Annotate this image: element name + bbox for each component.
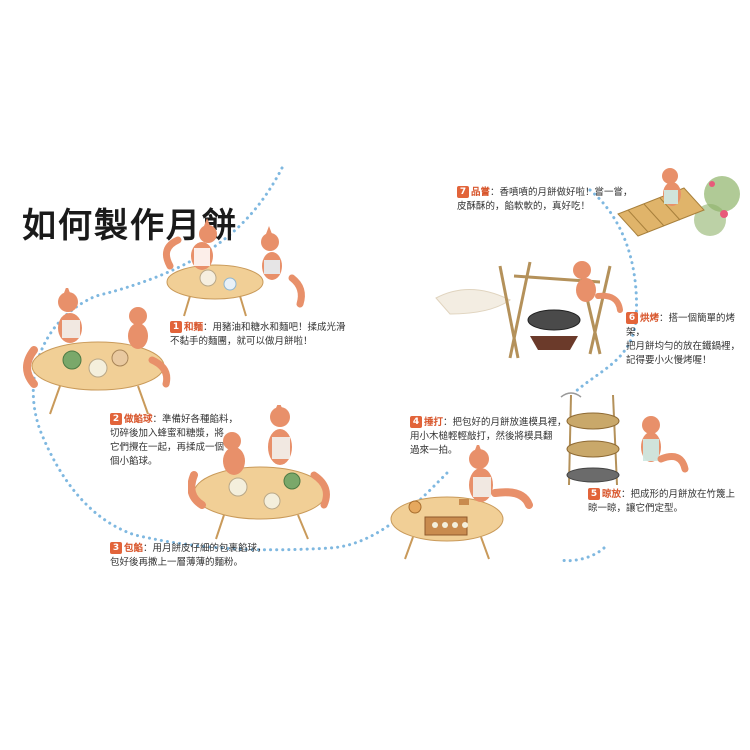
page-title: 如何製作月餅: [22, 206, 238, 246]
step-4-line-1: 把包好的月餅放進模具裡，: [452, 417, 567, 428]
step-1-number: 1: [170, 321, 182, 333]
scene-tasting: [617, 168, 740, 237]
step-2-term: 做餡球: [124, 414, 153, 425]
step-6-line-1: 搭一個簡單的烤架，: [626, 313, 736, 338]
step-7-term: 品嘗: [471, 187, 491, 198]
step-2-number: 2: [110, 413, 122, 425]
scene-wrapping: [188, 405, 330, 540]
step-6-term: 烘烤: [640, 313, 660, 324]
step-6-line-2: 把月餅均勻的放在鐵鍋裡，: [626, 341, 741, 352]
step-2-line-1: 準備好各種餡料，: [162, 414, 239, 425]
scene-kneading: [162, 218, 305, 317]
step-6-separator: ：: [659, 313, 669, 324]
step-4-separator: ：: [443, 417, 453, 428]
step-5-term: 晾放: [602, 489, 622, 500]
step-4-line-2: 用小木槌輕輕敲打，然後將模具翻: [410, 431, 553, 442]
step-1-line-1: 用豬油和糖水和麵吧！揉成光滑: [212, 322, 346, 333]
scene-filling: [23, 288, 171, 415]
step-5-number: 5: [588, 488, 600, 500]
step-5-line-2: 晾一晾，讓它們定型。: [588, 503, 684, 514]
step-6-line-3: 記得要小火慢烤喔！: [626, 355, 712, 366]
step-1-line-2: 不黏手的麵團，就可以做月餅啦！: [170, 336, 313, 347]
step-2-line-3: 它們攪在一起，再揉成一個: [110, 442, 225, 453]
step-7-line-2: 皮酥酥的，餡軟軟的，真好吃！: [457, 201, 591, 212]
step-6-number: 6: [626, 312, 638, 324]
step-2-line-2: 切碎後加入蜂蜜和糖漿，將: [110, 428, 225, 439]
step-3-line-2: 包好後再撒上一層薄薄的麵粉。: [110, 557, 244, 568]
step-3-number: 3: [110, 542, 122, 554]
scene-molding: [390, 445, 533, 560]
step-3-term: 包餡: [124, 543, 144, 554]
step-2-separator: ：: [152, 414, 163, 425]
step-7-number: 7: [457, 186, 469, 198]
step-7-separator: ：: [490, 187, 500, 198]
step-2-line-4: 個小餡球。: [110, 456, 158, 467]
step-1-separator: ：: [203, 322, 213, 333]
step-4-term: 捶打: [424, 417, 444, 428]
step-3-line-1: 用月餅皮仔細的包裹餡球，: [152, 543, 267, 554]
step-7-line-1: 香噴噴的月餅做好啦！嘗一嘗，: [499, 187, 633, 198]
step-3-separator: ：: [143, 543, 153, 554]
scene-baking: [435, 261, 623, 359]
step-4-line-3: 過來一拍。: [410, 445, 458, 456]
step-1-term: 和麵: [184, 322, 204, 333]
step-5-line-1: 把成形的月餅放在竹篾上: [630, 489, 736, 500]
step-5-separator: ：: [621, 489, 631, 500]
step-4-number: 4: [410, 416, 422, 428]
scene-drying: [560, 392, 689, 486]
